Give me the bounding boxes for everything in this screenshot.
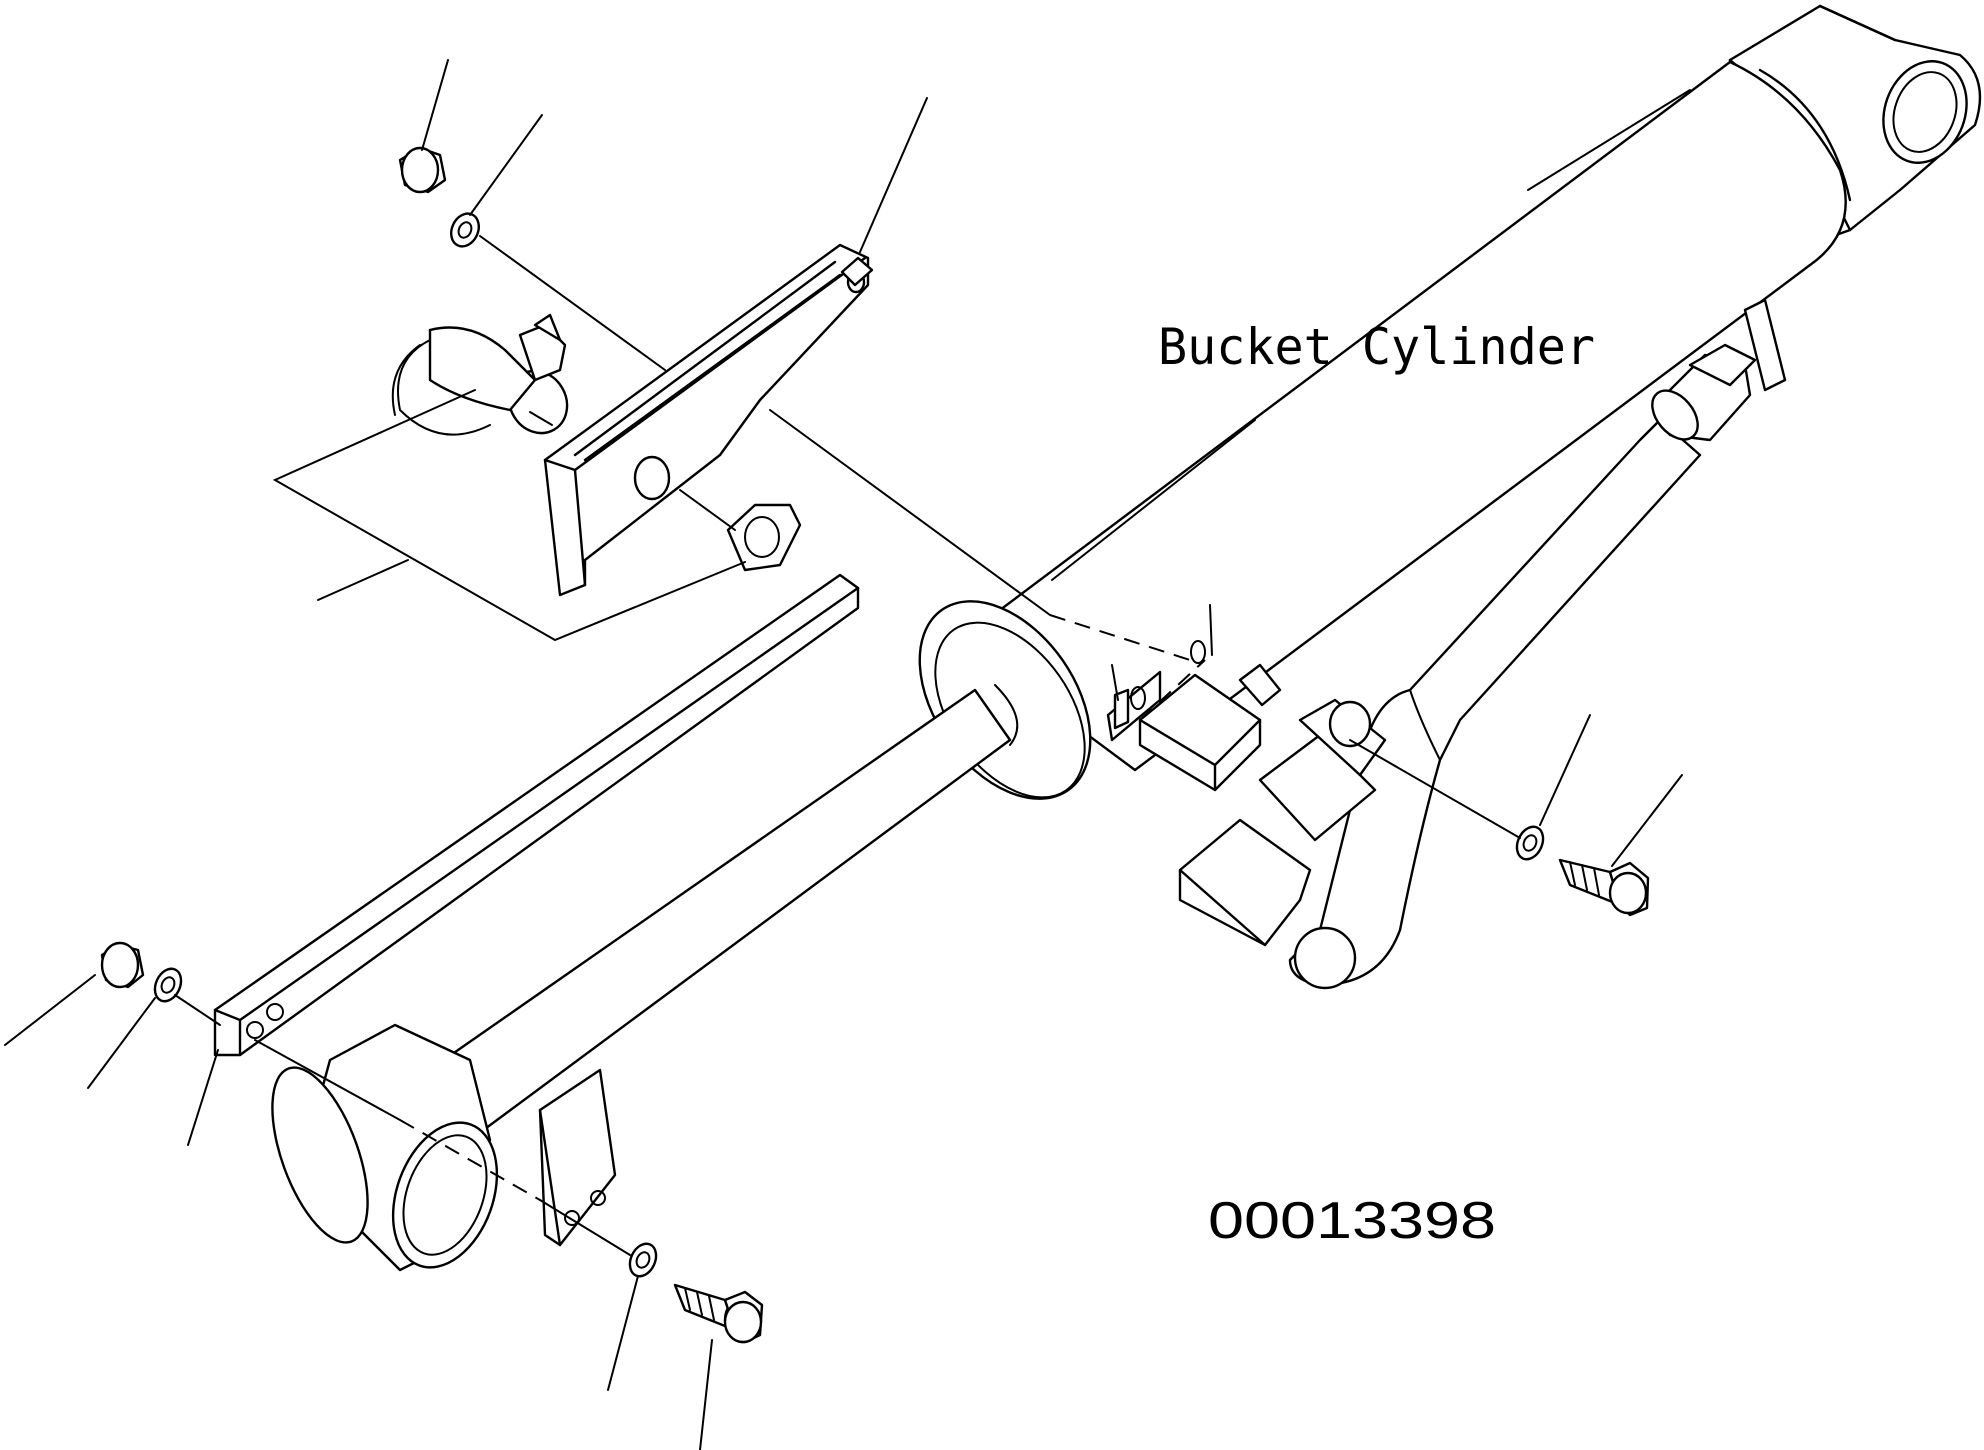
sensor-lock-nut xyxy=(726,503,802,572)
piston-rod xyxy=(413,688,1012,1142)
bucket-cylinder-label: Bucket Cylinder xyxy=(1158,318,1595,376)
hardware-nut-top xyxy=(398,146,447,194)
hardware-washer-bottom xyxy=(628,1242,658,1278)
sensor-bracket xyxy=(543,243,874,597)
hardware-washer-top xyxy=(450,212,480,248)
hardware-bolt-right xyxy=(1558,858,1650,917)
hardware-bolt-bottom xyxy=(673,1283,764,1344)
barrel-bracket xyxy=(1743,298,1787,392)
barrel-port-block xyxy=(1138,663,1282,792)
rod-end-eye xyxy=(271,1023,499,1272)
hardware-washer-left xyxy=(153,967,183,1003)
bucket-cylinder xyxy=(271,4,1982,1272)
proximity-sensor xyxy=(391,313,569,436)
tube-upper-fitting xyxy=(1651,343,1757,442)
rod-bracket xyxy=(538,1068,617,1247)
guard-bar xyxy=(213,573,860,1057)
hardware-washer-right xyxy=(1515,825,1545,861)
hardware-nut-left xyxy=(100,941,145,989)
leader-lines xyxy=(4,59,1691,1450)
cylinder-barrel xyxy=(958,60,1847,772)
drawing-number: 00013398 xyxy=(1208,1192,1496,1250)
hydraulic-tube-assembly xyxy=(1138,343,1757,990)
assembly-lines xyxy=(174,235,1521,1256)
tube-lower-fitting xyxy=(1178,698,1387,947)
